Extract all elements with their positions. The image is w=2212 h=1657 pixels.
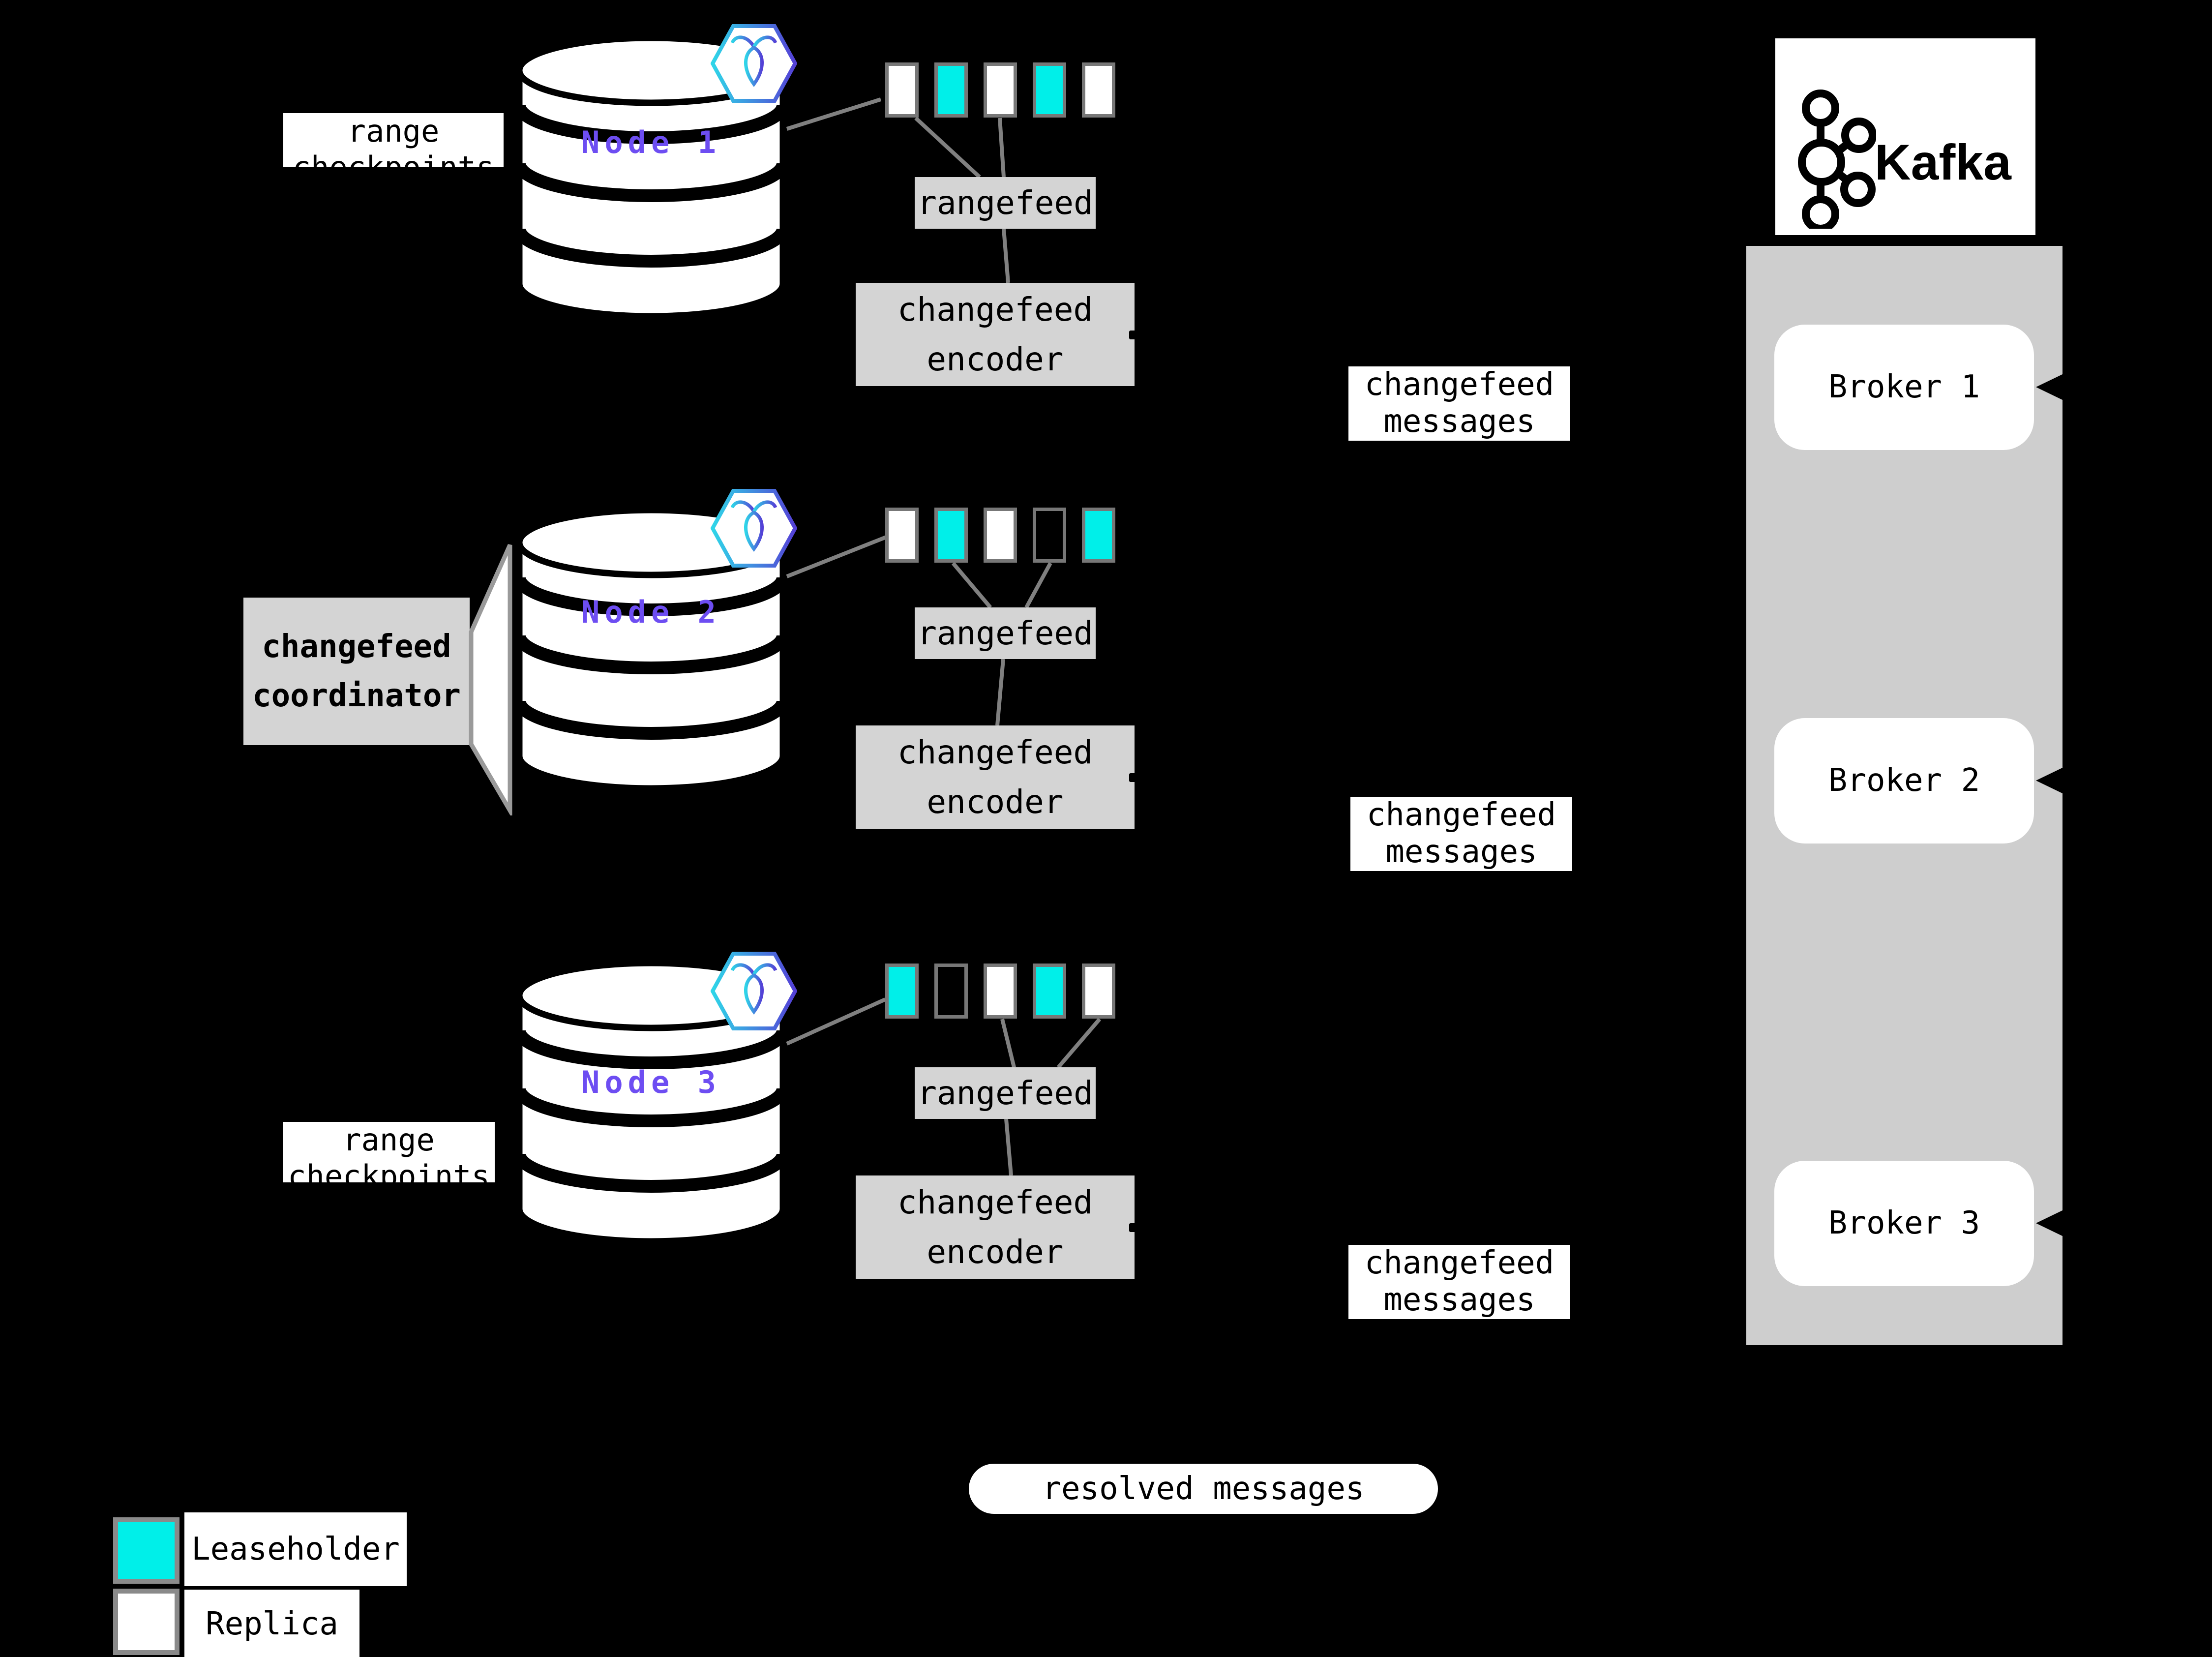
range-square-replica bbox=[984, 508, 1017, 563]
encoder-line2: encoder bbox=[927, 783, 1064, 821]
label-line1: range bbox=[343, 1122, 435, 1158]
node3-range-squares bbox=[885, 964, 1115, 1019]
range-square-replica bbox=[885, 62, 919, 118]
node1-rangefeed-box: rangefeed bbox=[915, 177, 1096, 229]
encoder-line2: encoder bbox=[927, 340, 1064, 378]
node2-changefeed-encoder-box: changefeed encoder bbox=[856, 725, 1135, 829]
arrowhead-to-broker-3 bbox=[2036, 1209, 2064, 1237]
arrow-tail-dot bbox=[1129, 773, 1138, 782]
node1-label: Node 1 bbox=[581, 124, 721, 160]
label-line2: checkpoints bbox=[283, 150, 504, 167]
label-line2: messages bbox=[1385, 834, 1537, 870]
legend-leaseholder-label: Leaseholder bbox=[184, 1512, 407, 1586]
changefeed-messages-label-3: changefeed messages bbox=[1348, 1245, 1570, 1319]
label-line1: changefeed bbox=[1364, 1245, 1554, 1281]
range-square-replica bbox=[885, 508, 919, 563]
broker-3: Broker 3 bbox=[1774, 1161, 2034, 1286]
coordinator-line1: changefeed bbox=[262, 629, 451, 665]
label-line1: changefeed bbox=[1364, 366, 1554, 403]
resolved-messages-pill: resolved messages bbox=[969, 1464, 1438, 1514]
node1-database-cylinder bbox=[515, 34, 787, 320]
node1-range-squares bbox=[885, 62, 1115, 118]
range-square-leaseholder bbox=[885, 964, 919, 1019]
encoder-line1: changefeed bbox=[897, 1183, 1093, 1221]
label-line2: checkpoints bbox=[288, 1158, 490, 1182]
node2-range-squares bbox=[885, 508, 1115, 563]
node2-database-cylinder bbox=[515, 507, 787, 792]
coordinator-callout-flap bbox=[469, 544, 512, 815]
changefeed-messages-label-2: changefeed messages bbox=[1350, 797, 1572, 871]
arrow-tail-dot bbox=[1129, 1223, 1138, 1232]
encoder-line1: changefeed bbox=[897, 291, 1093, 329]
arrowhead-to-broker-2 bbox=[2036, 767, 2064, 794]
range-square-leaseholder bbox=[1082, 508, 1115, 563]
label-line2: messages bbox=[1383, 1282, 1535, 1318]
encoder-line1: changefeed bbox=[897, 733, 1093, 771]
node1-changefeed-encoder-box: changefeed encoder bbox=[856, 283, 1135, 386]
kafka-brand-label: Kafka bbox=[1875, 134, 2011, 190]
node2-rangefeed-box: rangefeed bbox=[915, 607, 1096, 659]
range-square-leaseholder bbox=[934, 508, 968, 563]
range-square-empty bbox=[934, 964, 968, 1019]
label-line2: messages bbox=[1383, 403, 1535, 440]
legend-leaseholder-swatch bbox=[113, 1517, 179, 1584]
range-checkpoints-label-bottom: range checkpoints bbox=[283, 1122, 495, 1182]
node3-database-cylinder bbox=[515, 960, 787, 1245]
range-square-replica bbox=[1082, 964, 1115, 1019]
label-line1: changefeed bbox=[1366, 797, 1556, 833]
broker-1: Broker 1 bbox=[1774, 325, 2034, 450]
node2-label: Node 2 bbox=[581, 594, 721, 630]
range-square-leaseholder bbox=[1033, 964, 1066, 1019]
range-square-replica bbox=[984, 62, 1017, 118]
range-square-leaseholder bbox=[1033, 62, 1066, 118]
coordinator-line2: coordinator bbox=[252, 678, 461, 714]
range-square-empty bbox=[1033, 508, 1066, 563]
broker-2: Broker 2 bbox=[1774, 718, 2034, 844]
kafka-logo-icon bbox=[1798, 90, 1876, 229]
legend-replica-swatch bbox=[113, 1589, 179, 1655]
cockroachdb-logo-icon bbox=[711, 489, 797, 568]
range-square-leaseholder bbox=[934, 62, 968, 118]
node3-changefeed-encoder-box: changefeed encoder bbox=[856, 1175, 1135, 1279]
cockroachdb-logo-icon bbox=[711, 952, 797, 1030]
node3-label: Node 3 bbox=[581, 1064, 721, 1100]
encoder-line2: encoder bbox=[927, 1233, 1064, 1271]
range-checkpoints-label-top: range checkpoints bbox=[283, 113, 504, 167]
changefeed-messages-label-1: changefeed messages bbox=[1348, 366, 1570, 441]
range-square-replica bbox=[1082, 62, 1115, 118]
label-line1: range bbox=[347, 113, 440, 149]
range-square-replica bbox=[984, 964, 1017, 1019]
changefeed-coordinator-box: changefeed coordinator bbox=[243, 598, 470, 745]
legend-replica-label: Replica bbox=[184, 1590, 359, 1657]
node3-rangefeed-box: rangefeed bbox=[915, 1067, 1096, 1119]
arrowhead-to-broker-1 bbox=[2036, 373, 2064, 401]
arrow-tail-dot bbox=[1129, 331, 1138, 339]
cockroachdb-logo-icon bbox=[711, 24, 797, 103]
